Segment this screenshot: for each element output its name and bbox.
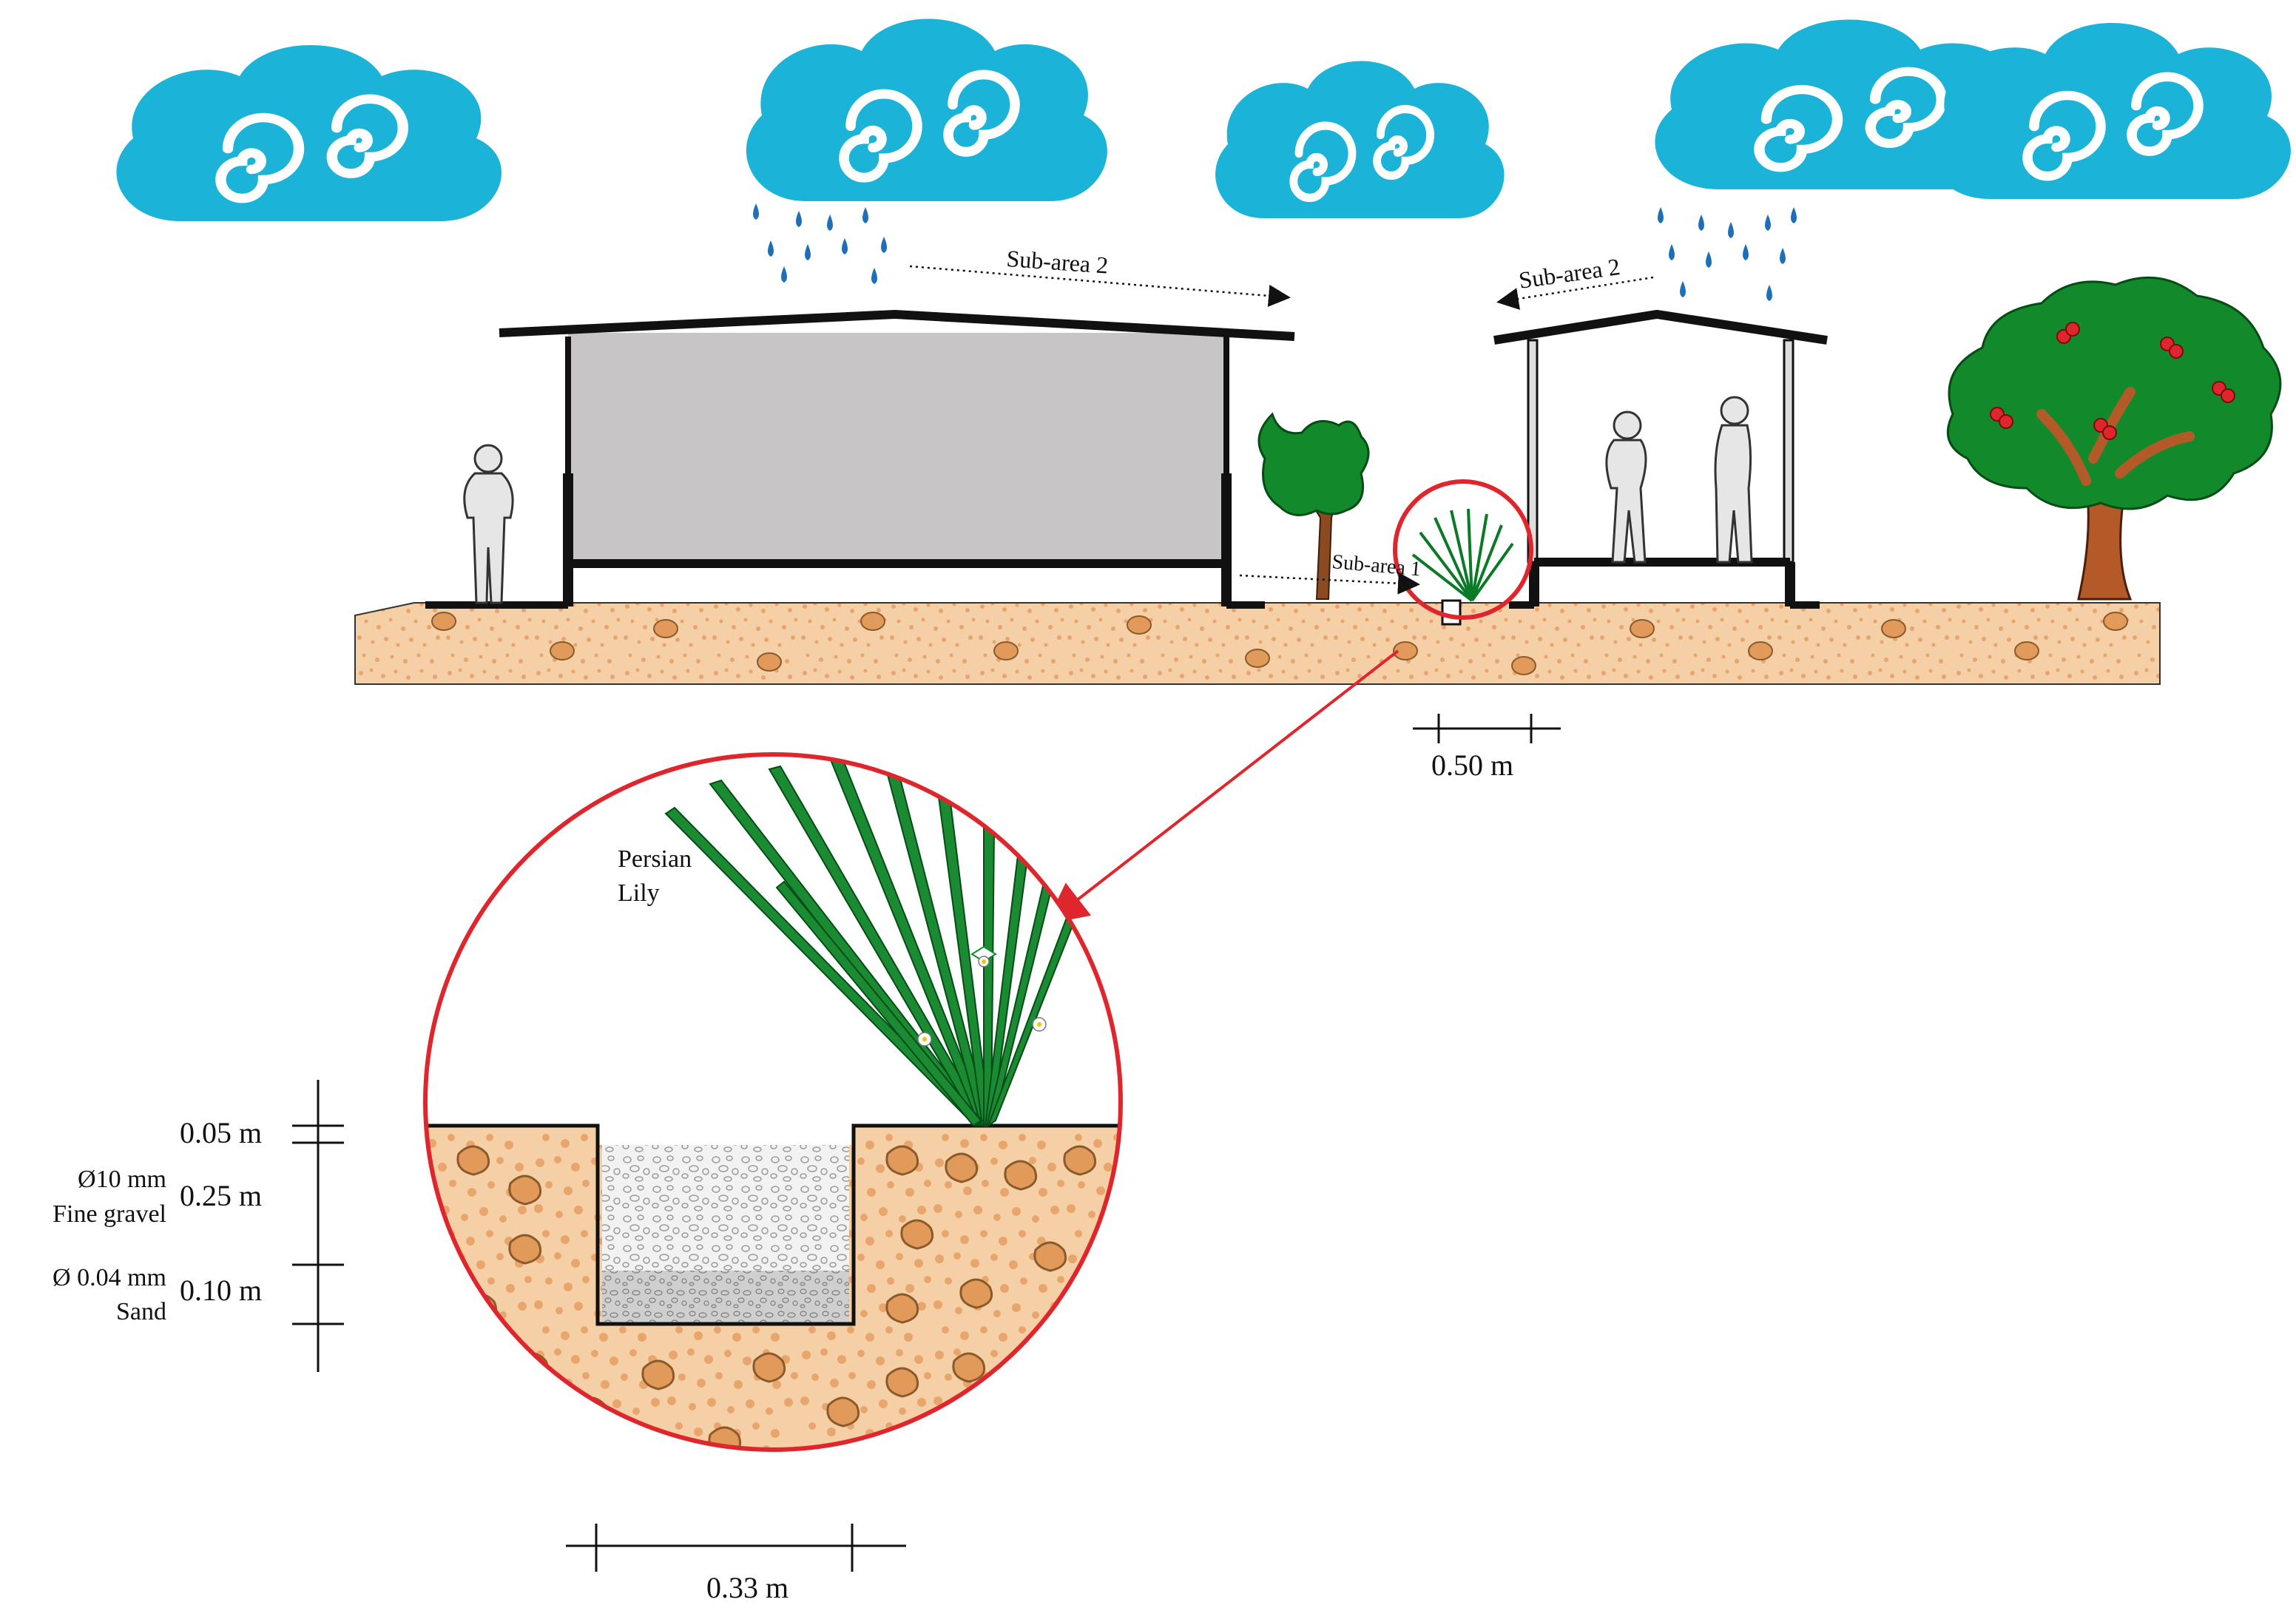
depth-top-label: 0.05 m (180, 1116, 262, 1149)
sand-name-label: Sand (116, 1298, 166, 1325)
plant-label-line1: Persian (618, 845, 692, 873)
main-building (425, 309, 1295, 609)
trench-small (1441, 599, 1462, 626)
gravel-size-label: Ø10 mm (78, 1166, 166, 1193)
sub-area-2-label-right: Sub-area 2 (1517, 253, 1621, 294)
raindrop-icon (1658, 207, 1797, 301)
pavilion (1493, 309, 1828, 609)
cloud-icon (116, 45, 502, 221)
plant-label-line2: Lily (618, 879, 660, 907)
scale-bar-top-label: 0.50 m (1431, 749, 1513, 782)
magnifier-callout (1393, 479, 1533, 620)
ground-soil (354, 602, 2161, 685)
raindrop-icon (753, 203, 887, 284)
sub-area-2-arrow-right (1496, 276, 1654, 310)
sub-area-2-label-left: Sub-area 2 (1006, 245, 1110, 279)
gravel-name-label: Fine gravel (53, 1200, 166, 1228)
gravel-layer (602, 1145, 849, 1271)
person-icon (1605, 410, 1647, 564)
sub-area-1-label: Sub-area 1 (1331, 550, 1422, 581)
depth-dimension (292, 1080, 344, 1372)
sub-area-2-arrow-left (909, 265, 1291, 307)
depth-gravel-label: 0.25 m (180, 1179, 262, 1212)
sand-layer (602, 1271, 849, 1324)
callout-arrow (1045, 649, 1399, 925)
scale-bar-top (1413, 714, 1561, 743)
person-icon (1714, 396, 1753, 564)
depth-sand-label: 0.10 m (180, 1274, 262, 1307)
tree-icon (1257, 412, 1370, 600)
fruit-tree-icon (1946, 276, 2282, 601)
person-icon (463, 444, 514, 604)
cloud-icon (1215, 61, 1504, 219)
detail-view (425, 754, 1121, 1450)
width-dimension (566, 1524, 906, 1572)
detail-circle-border (423, 752, 1123, 1452)
width-dimension-label: 0.33 m (706, 1571, 789, 1604)
sand-size-label: Ø 0.04 mm (53, 1264, 166, 1291)
cloud-icon (746, 19, 1107, 202)
persian-lily-icon (1411, 508, 1514, 602)
ground-pebbles (431, 612, 2128, 675)
flower-icon (917, 945, 1047, 1047)
